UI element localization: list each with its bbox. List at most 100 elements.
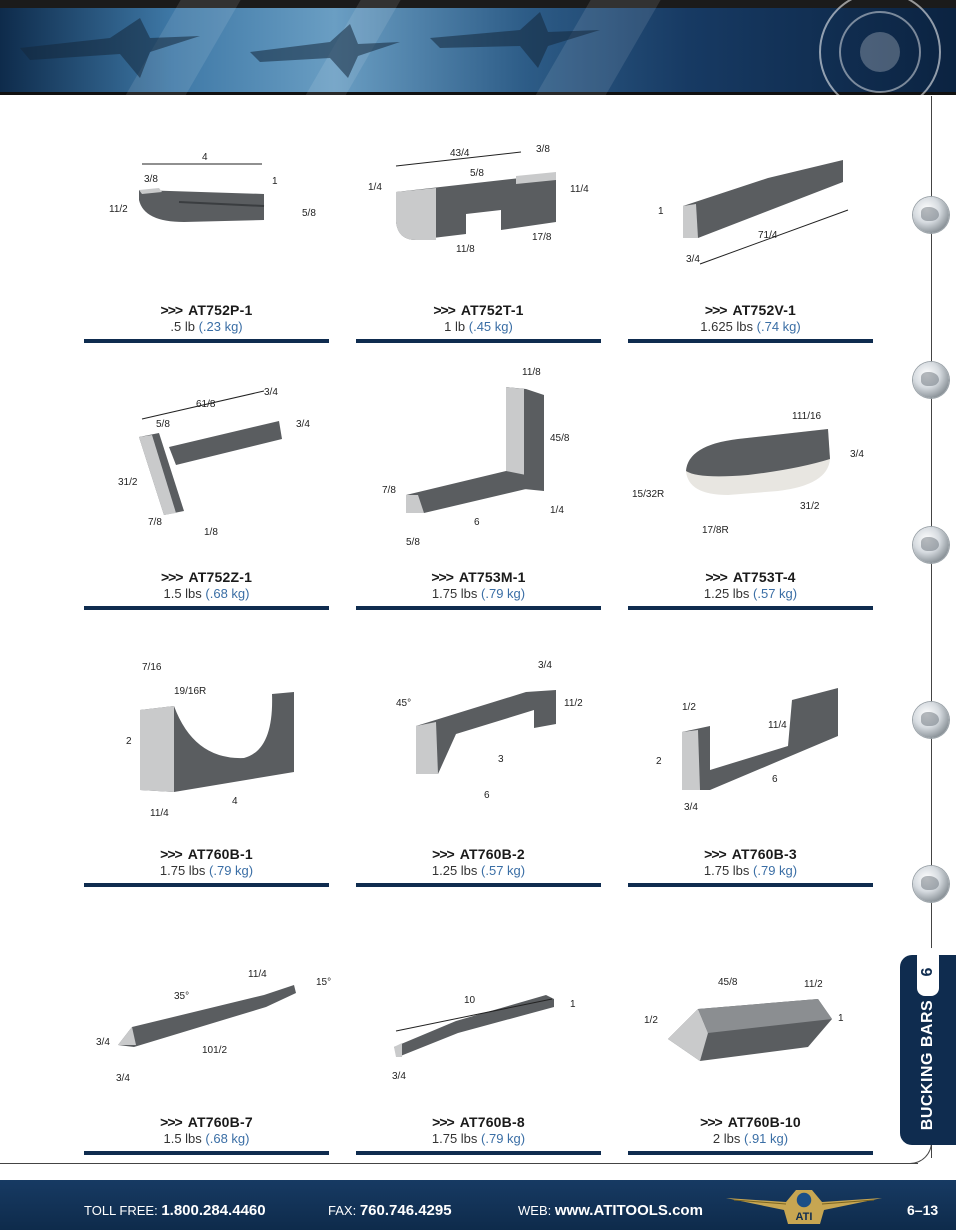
product-drawing: 10 1 3/4 [392, 995, 576, 1082]
globe-icon [913, 197, 949, 233]
svg-text:3/8: 3/8 [144, 174, 158, 185]
svg-text:10: 10 [464, 995, 476, 1006]
svg-text:6: 6 [772, 774, 778, 785]
svg-text:3/4: 3/4 [392, 1071, 406, 1082]
svg-text:15°: 15° [316, 977, 331, 988]
product-drawing: 7/16 19/16R 2 11/4 4 [126, 662, 294, 819]
right-margin-rule [931, 96, 932, 1158]
product-model: >>>AT752Z-1 [160, 569, 253, 585]
product-weight: 1.25 lbs (.57 kg) [703, 586, 798, 601]
product-weight: 1.5 lbs (.68 kg) [163, 1131, 250, 1146]
chevron-triple-icon: >>> [160, 846, 183, 862]
product-weight: 1 lb (.45 kg) [444, 319, 513, 334]
svg-text:17/8: 17/8 [532, 232, 552, 243]
svg-text:1/4: 1/4 [368, 182, 382, 193]
divider-bar [356, 883, 601, 887]
svg-text:7/8: 7/8 [148, 517, 162, 528]
globe-icon [913, 866, 949, 902]
svg-text:5/8: 5/8 [470, 168, 484, 179]
footer-bar: TOLL FREE: 1.800.284.4460 FAX: 760.746.4… [0, 1180, 956, 1230]
svg-text:1/4: 1/4 [550, 505, 564, 516]
svg-text:45/8: 45/8 [718, 977, 738, 988]
product-weight: 1.5 lbs (.68 kg) [163, 586, 250, 601]
header-banner [0, 0, 956, 113]
divider-bar [356, 606, 601, 610]
svg-text:3/4: 3/4 [96, 1037, 110, 1048]
svg-text:5/8: 5/8 [302, 208, 316, 219]
divider-bar [84, 1151, 329, 1155]
chevron-triple-icon: >>> [704, 302, 728, 318]
toll-free: TOLL FREE: 1.800.284.4460 [84, 1202, 266, 1219]
product-model: >>>AT760B-7 [160, 1114, 253, 1130]
svg-text:31/2: 31/2 [800, 501, 820, 512]
globe-icon [913, 702, 949, 738]
website: WEB: www.ATITOOLS.com [518, 1202, 703, 1219]
divider-bar [628, 883, 873, 887]
chevron-triple-icon: >>> [432, 846, 455, 862]
product-weight: 1.25 lbs (.57 kg) [431, 863, 526, 878]
product-weight: 1.75 lbs (.79 kg) [431, 586, 526, 601]
chevron-triple-icon: >>> [432, 1114, 455, 1130]
product-weight: .5 lb (.23 kg) [170, 319, 243, 334]
divider-bar [628, 339, 873, 343]
svg-text:3: 3 [498, 754, 504, 765]
globe-icon [913, 362, 949, 398]
svg-text:43/4: 43/4 [450, 148, 470, 159]
svg-text:31/2: 31/2 [118, 477, 138, 488]
product-model: >>>AT752P-1 [160, 302, 253, 318]
chevron-triple-icon: >>> [705, 569, 728, 585]
chevron-triple-icon: >>> [431, 569, 454, 585]
svg-text:3/4: 3/4 [116, 1073, 130, 1084]
product-model: >>>AT760B-2 [432, 846, 525, 862]
svg-text:17/8R: 17/8R [702, 525, 729, 536]
product-model: >>>AT760B-8 [432, 1114, 525, 1130]
product-drawing: 111/16 3/4 15/32R 31/2 17/8R [632, 411, 864, 536]
product-weight: 1.75 lbs (.79 kg) [431, 1131, 526, 1146]
product-model: >>>AT752V-1 [704, 302, 797, 318]
svg-text:15/32R: 15/32R [632, 489, 664, 500]
svg-text:61/8: 61/8 [196, 399, 216, 410]
svg-text:6: 6 [474, 517, 480, 528]
divider-bar [84, 883, 329, 887]
svg-text:35°: 35° [174, 991, 189, 1002]
aircraft-silhouettes [20, 0, 941, 113]
svg-text:5/8: 5/8 [156, 419, 170, 430]
product-model: >>>AT753M-1 [431, 569, 526, 585]
globe-icon [913, 527, 949, 563]
svg-text:7/8: 7/8 [382, 485, 396, 496]
product-model: >>>AT760B-10 [700, 1114, 801, 1130]
svg-text:6: 6 [484, 790, 490, 801]
product-model: >>>AT753T-4 [705, 569, 796, 585]
product-drawing: 1/2 11/4 2 6 3/4 [656, 688, 838, 813]
svg-text:3/4: 3/4 [850, 449, 864, 460]
svg-text:11/4: 11/4 [768, 720, 787, 731]
divider-bar [628, 606, 873, 610]
product-weight: 1.75 lbs (.79 kg) [703, 863, 798, 878]
product-model: >>>AT752T-1 [433, 302, 524, 318]
svg-text:11/2: 11/2 [564, 698, 583, 709]
website-link[interactable]: www.ATITOOLS.com [554, 1202, 703, 1219]
divider-bar [84, 339, 329, 343]
product-weight: 1.625 lbs (.74 kg) [700, 319, 801, 334]
divider-bar [356, 1151, 601, 1155]
svg-text:3/4: 3/4 [264, 387, 278, 398]
svg-text:3/4: 3/4 [538, 660, 552, 671]
svg-text:1: 1 [838, 1013, 844, 1024]
toll-free-number[interactable]: 1.800.284.4460 [161, 1202, 266, 1219]
section-tab[interactable]: 6 BUCKING BARS [900, 948, 956, 1145]
svg-text:3/8: 3/8 [536, 144, 550, 155]
svg-text:3/4: 3/4 [686, 254, 700, 265]
svg-text:3/4: 3/4 [296, 419, 310, 430]
product-drawing: 4 3/8 1 11/2 5/8 [109, 152, 316, 222]
svg-text:1/2: 1/2 [682, 702, 696, 713]
product-model: >>>AT760B-3 [704, 846, 797, 862]
svg-text:11/2: 11/2 [804, 979, 823, 990]
svg-text:1: 1 [658, 206, 664, 217]
svg-text:5/8: 5/8 [406, 537, 420, 548]
svg-text:45/8: 45/8 [550, 433, 570, 444]
svg-text:11/4: 11/4 [248, 969, 267, 980]
svg-text:11/4: 11/4 [150, 808, 169, 819]
svg-text:4: 4 [232, 796, 238, 807]
svg-text:1/2: 1/2 [644, 1015, 658, 1026]
product-weight: 2 lbs (.91 kg) [712, 1131, 789, 1146]
